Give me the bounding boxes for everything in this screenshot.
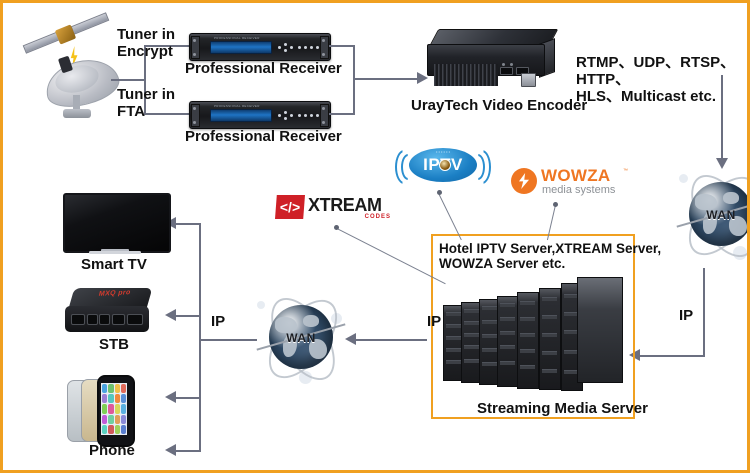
tv-screen: [63, 193, 171, 253]
encoder-label: UrayTech Video Encoder: [411, 97, 588, 114]
server-group-box: [431, 234, 635, 419]
server-rack-end-panel: [577, 277, 623, 383]
smart-tv-device: [63, 193, 171, 255]
wowza-sub-text: media systems: [542, 184, 616, 196]
phone-black: [97, 375, 135, 447]
edge-bus-to-other-client: [175, 450, 201, 452]
streaming-media-server-racks: [443, 277, 623, 391]
edge-bus-to-phone: [175, 397, 201, 399]
professional-receiver-top: PROFESSIONAL RECEIVER: [189, 33, 331, 61]
satellite-solar-panel-icon: [70, 12, 110, 35]
edge-wan-right-to-server: [639, 355, 705, 357]
edge-label-tuner-encrypt: Tuner in Encrypt: [117, 26, 176, 60]
stb-port: [112, 314, 125, 325]
arrow-to-phone: [165, 391, 176, 403]
racks-label: Streaming Media Server: [477, 400, 648, 417]
server-rack: [539, 288, 561, 390]
server-box-label: Hotel IPTV Server,XTREAM Server, WOWZA S…: [439, 241, 662, 272]
leader-dot-wowza: [553, 202, 558, 207]
arrow-to-wan-left: [345, 333, 356, 345]
rack-ear: [320, 36, 329, 59]
tv-stand: [89, 251, 141, 254]
iptv-logo: • • • • • • IPTV: [395, 146, 491, 186]
satellite-dish-group: [11, 11, 129, 123]
edge-split-bus: [144, 45, 146, 115]
ip-label-right: IP: [679, 307, 694, 324]
edge-split-to-rx-bottom: [144, 113, 212, 115]
edge-merge-to-encoder: [353, 78, 419, 80]
stb-port: [87, 314, 98, 325]
encoder-front-panel: [427, 44, 545, 87]
phone-devices: [67, 375, 159, 447]
arrow-to-stb: [165, 309, 176, 321]
wowza-logo: WOWZA ™ media systems: [511, 166, 633, 202]
receiver-lcd-display: [210, 41, 272, 54]
edge-merge-bus: [353, 45, 355, 115]
edge-label-tuner-fta: Tuner in FTA: [117, 86, 176, 120]
rack-ear: [191, 104, 200, 127]
dish-base: [63, 109, 91, 118]
dish-neck: [73, 95, 80, 111]
edge-bus-to-tv: [175, 223, 201, 225]
ip-label-server-to-wan: IP: [427, 313, 442, 330]
iptv-eye-icon: [439, 159, 451, 171]
xtream-codes-logo: </> XTREAM CODES: [275, 193, 393, 227]
edge-server-to-wan-left: [355, 339, 427, 341]
stb-port: [127, 314, 143, 325]
encoder-vent-grill: [434, 64, 498, 86]
stb-port: [99, 314, 110, 325]
edge-wan-right-down: [703, 268, 705, 357]
server-rack: [497, 296, 519, 387]
edge-rx-top-out: [329, 45, 355, 47]
wan-globe-left: WAN: [255, 287, 351, 391]
wowza-bolt-icon: [518, 173, 530, 189]
xtream-logo-text: XTREAM: [308, 195, 382, 215]
leader-dot-iptv: [437, 190, 442, 195]
phone-label: Phone: [89, 442, 135, 459]
receiver-top-label: Professional Receiver: [185, 60, 342, 77]
wowza-logo-text: WOWZA: [541, 166, 611, 185]
edge-wan-left-to-bus: [199, 339, 257, 341]
edge-split-to-rx-top: [144, 45, 212, 47]
server-rack: [479, 299, 501, 385]
edge-protocols-to-wan: [721, 75, 723, 161]
globe-sphere: [269, 305, 333, 369]
iptv-micro-text: • • • • • •: [436, 149, 450, 154]
edge-bus-to-stb: [175, 315, 201, 317]
stb-device: MXQ pro: [65, 288, 157, 344]
server-rack: [517, 292, 539, 389]
professional-receiver-bottom: PROFESSIONAL RECEIVER: [189, 101, 331, 129]
receiver-brand-text: PROFESSIONAL RECEIVER: [214, 104, 260, 108]
ip-label-wan-to-clients: IP: [211, 313, 226, 330]
rack-ear: [191, 36, 200, 59]
wan-right-label: WAN: [706, 208, 736, 222]
receiver-lcd-display: [210, 109, 272, 122]
stb-port: [71, 314, 85, 325]
leader-line-xtream: [336, 228, 446, 285]
smart-tv-label: Smart TV: [81, 256, 147, 273]
wowza-trademark: ™: [623, 168, 628, 174]
wan-globe-right: WAN: [675, 164, 747, 268]
xtream-sub-text: CODES: [364, 214, 391, 220]
receiver-bottom-label: Professional Receiver: [185, 128, 342, 145]
signal-bolt-icon: [70, 46, 78, 68]
receiver-brand-text: PROFESSIONAL RECEIVER: [214, 36, 260, 40]
xtream-badge-icon: </>: [275, 195, 305, 219]
edge-client-distribution-bus: [199, 223, 201, 451]
edge-dish-to-split: [111, 79, 146, 81]
edge-rx-bottom-out: [329, 113, 355, 115]
wan-left-label: WAN: [286, 331, 316, 345]
stb-front-shell: [65, 306, 149, 332]
uraytech-video-encoder: [427, 29, 559, 87]
stb-label: STB: [99, 336, 129, 353]
leader-dot-xtream: [334, 225, 339, 230]
protocols-label: RTMP、UDP、RTSP、HTTP、 HLS、Multicast etc.: [576, 54, 736, 105]
encoder-hdmi-port: [500, 67, 513, 75]
phone-screen: [101, 383, 127, 435]
rack-ear: [320, 104, 329, 127]
arrow-down-to-wan-right: [716, 158, 728, 169]
encoder-ethernet-port: [521, 73, 536, 87]
arrow-to-other-client: [165, 444, 176, 456]
arrow-to-encoder: [417, 72, 428, 84]
